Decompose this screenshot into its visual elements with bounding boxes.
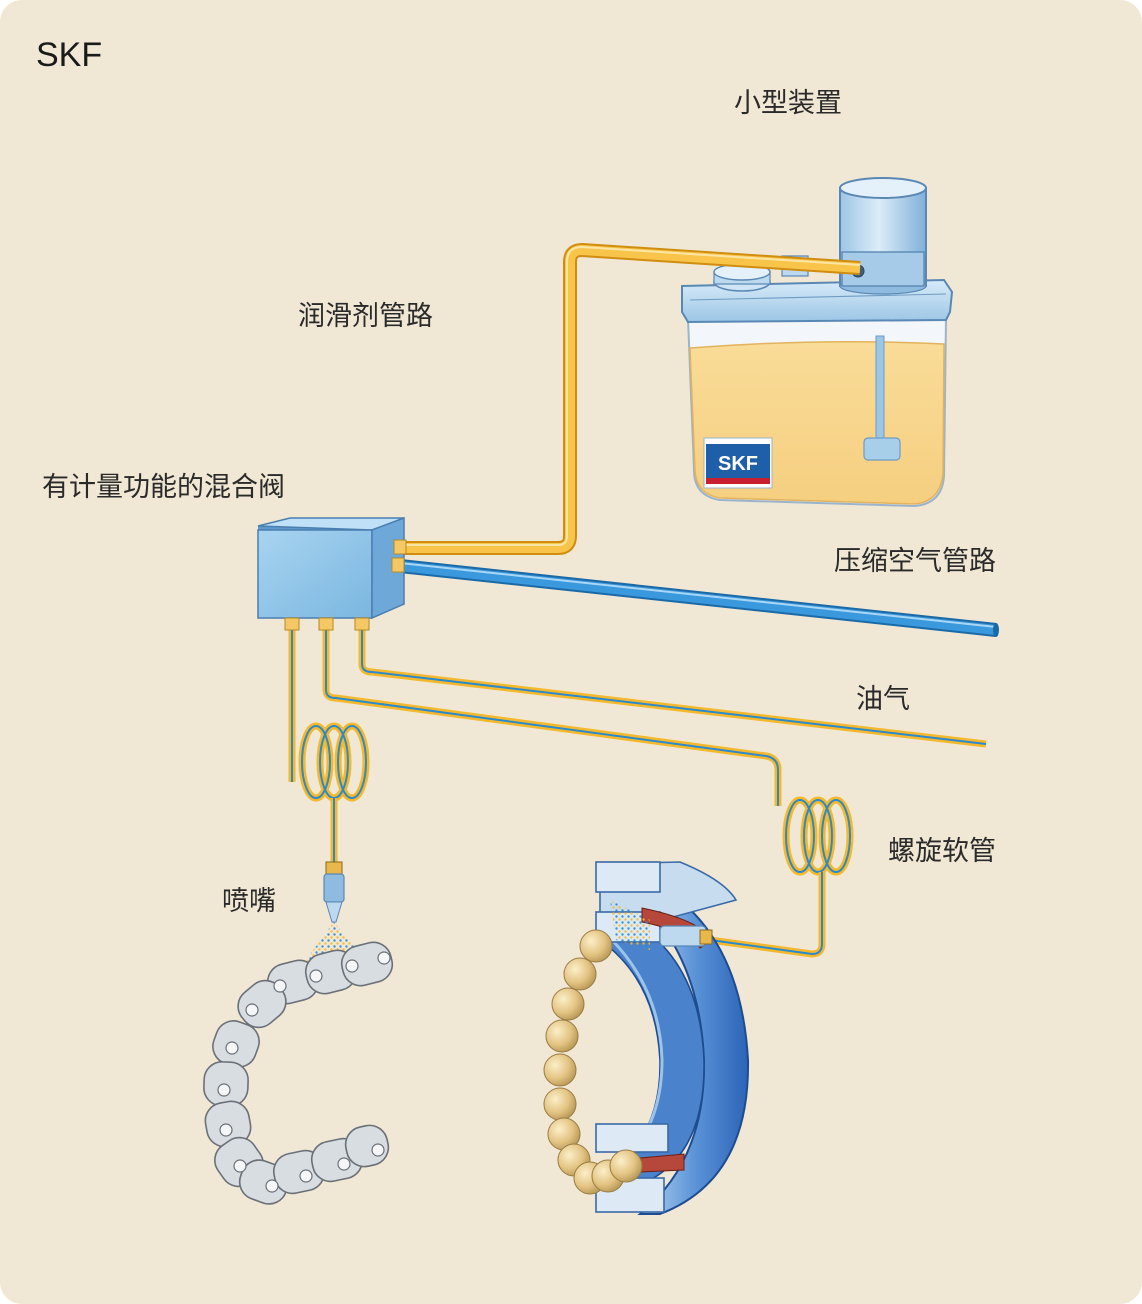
lubricant-line: [400, 243, 861, 555]
small-lubrication-unit: SKF: [681, 177, 954, 508]
label-nozzle: 喷嘴: [222, 886, 276, 917]
label-small-unit: 小型装置: [734, 88, 842, 119]
label-lubricant-line: 润滑剂管路: [298, 301, 433, 332]
bearing-balls: [543, 929, 643, 1195]
roller-chain: [203, 941, 394, 1205]
spiral-hose-bearing: [709, 796, 854, 958]
angular-contact-bearing: [595, 861, 750, 1215]
oil-air-lines: [288, 630, 987, 806]
spiral-hose-nozzle: [298, 722, 370, 862]
compressed-air-line: [399, 559, 999, 637]
label-mixing-valve: 有计量功能的混合阀: [42, 472, 285, 503]
label-oil-air: 油气: [856, 684, 910, 715]
skf-logo-text: SKF: [718, 453, 758, 475]
metering-mixing-valve: [257, 516, 407, 631]
label-compressed-air-line: 压缩空气管路: [834, 546, 996, 577]
label-spiral-hose: 螺旋软管: [888, 836, 996, 867]
skf-logo: SKF: [703, 437, 773, 489]
brand-logo-text: SKF: [36, 36, 103, 74]
